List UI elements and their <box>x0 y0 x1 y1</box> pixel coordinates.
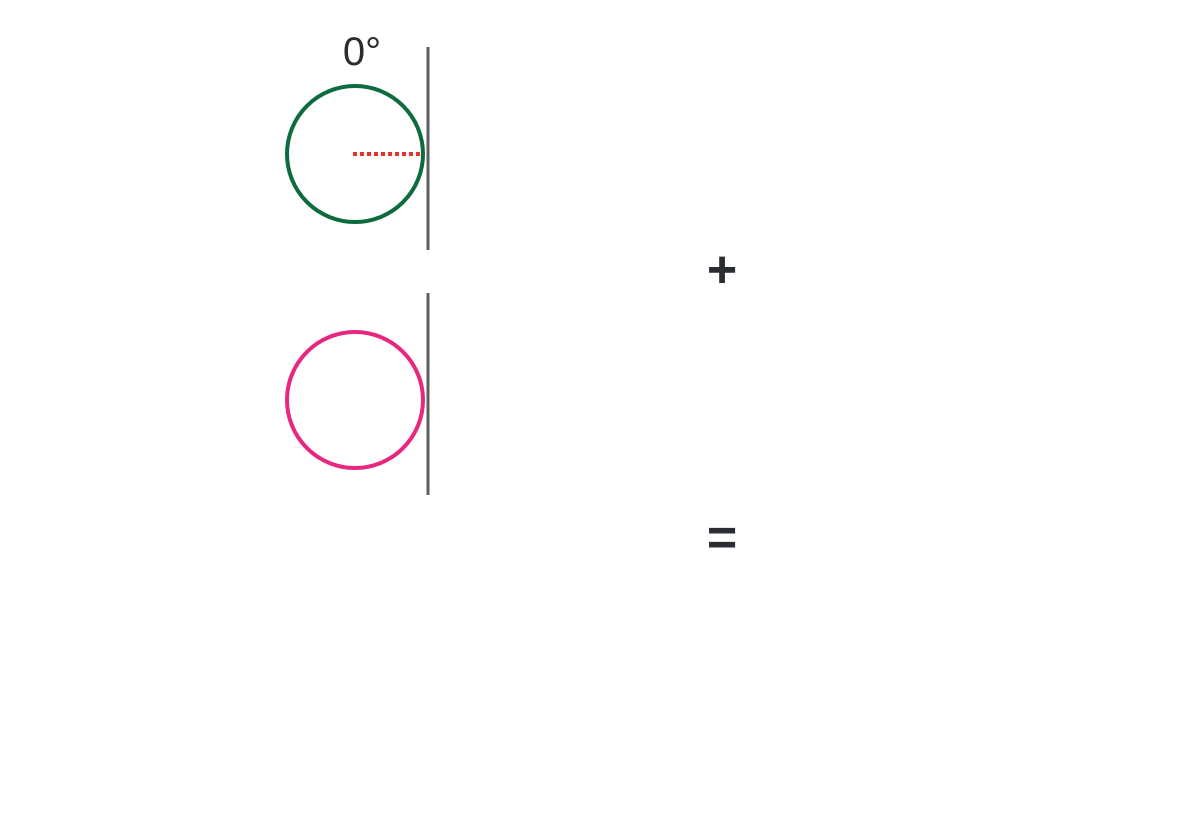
green-circle <box>285 84 425 224</box>
bottom-phasor <box>285 293 430 495</box>
top-phasor <box>285 47 430 250</box>
equals-operator: = <box>706 509 738 567</box>
angle-label: 0° <box>342 30 382 74</box>
plus-operator: + <box>706 241 738 299</box>
pink-circle <box>285 330 425 470</box>
